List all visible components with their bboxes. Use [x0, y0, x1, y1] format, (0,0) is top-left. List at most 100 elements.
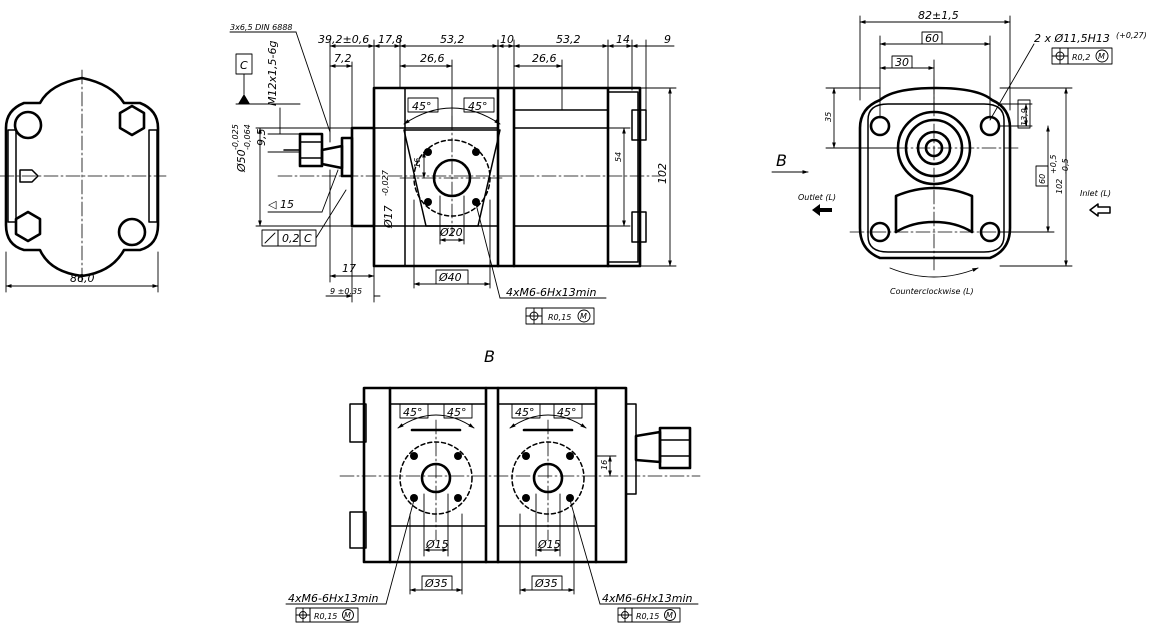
end-plate-outline: [858, 86, 1012, 260]
front-view-dimensions: 39,2±0,6 17,8 53,2 10 53,2 14 9 7,2 26,6…: [229, 23, 677, 325]
plug-top: [631, 109, 647, 141]
svg-text:M12x1,5-6g: M12x1,5-6g: [266, 41, 279, 106]
svg-text:102: 102: [1055, 179, 1064, 194]
plug-bottom: [631, 211, 647, 243]
svg-text:-0,064: -0,064: [243, 124, 252, 150]
arrow-icon: [19, 169, 39, 183]
svg-text:60: 60: [925, 32, 939, 45]
svg-text:Ø15: Ø15: [425, 538, 449, 551]
svg-text:30: 30: [895, 56, 909, 69]
svg-text:53,2: 53,2: [440, 33, 465, 46]
svg-text:R0,2: R0,2: [1072, 53, 1090, 62]
svg-text:Ø50: Ø50: [235, 149, 248, 173]
shaft-b: [634, 430, 662, 464]
svg-text:Ø15: Ø15: [537, 538, 561, 551]
svg-text:13,9: 13,9: [1020, 108, 1029, 126]
svg-text:Outlet (L): Outlet (L): [798, 193, 836, 202]
svg-text:Ø20: Ø20: [439, 226, 463, 239]
svg-text:82±1,5: 82±1,5: [918, 9, 959, 22]
svg-text:54: 54: [614, 152, 623, 162]
left-end-view: 86,0: [0, 69, 167, 293]
svg-text:17,8: 17,8: [378, 33, 403, 46]
svg-text:M: M: [344, 611, 351, 620]
svg-text:16: 16: [413, 158, 422, 168]
plug-b-bottom: [349, 511, 367, 549]
shaft-collar: [340, 136, 354, 178]
svg-text:Ø35: Ø35: [534, 577, 558, 590]
hex-plug-tr: [118, 104, 146, 137]
svg-text:45°: 45°: [403, 406, 423, 419]
svg-text:B: B: [776, 151, 787, 170]
bolt-hole-br: [117, 217, 147, 247]
svg-text:M: M: [666, 611, 673, 620]
svg-text:39,2±0,6: 39,2±0,6: [318, 33, 369, 46]
svg-text:7,2: 7,2: [334, 52, 352, 65]
port-face: [403, 129, 501, 227]
svg-text:26,6: 26,6: [532, 52, 557, 65]
svg-text:4xM6-6Hx13min: 4xM6-6Hx13min: [506, 286, 597, 299]
inlet-recess: [894, 186, 974, 234]
right-view-dimensions: 82±1,5 60 30 2 x Ø11,5H13 (+0,27) R0,2 M…: [771, 9, 1147, 296]
svg-text:+0,5: +0,5: [1049, 155, 1058, 174]
front-view: [277, 86, 661, 268]
svg-text:-0,025: -0,025: [231, 124, 240, 150]
bolt-hole-tl: [13, 110, 43, 140]
shaft-nut: [298, 132, 324, 168]
plug-b-top: [349, 403, 367, 443]
svg-text:M: M: [580, 312, 587, 321]
svg-text:15: 15: [280, 198, 294, 211]
svg-text:35: 35: [824, 112, 833, 122]
front-flange: [350, 126, 376, 228]
svg-text:C: C: [304, 232, 312, 245]
svg-text:-0,027: -0,027: [381, 169, 390, 196]
taper-symbol: ◁: [268, 198, 277, 211]
svg-text:4xM6-6Hx13min: 4xM6-6Hx13min: [602, 592, 693, 605]
dim-86: 86,0: [70, 272, 95, 285]
svg-text:C: C: [240, 59, 248, 72]
end-cap: [607, 91, 639, 263]
svg-text:45°: 45°: [468, 100, 488, 113]
bottom-view: B 45° 45°: [285, 347, 701, 623]
inlet-arrow-icon: [1089, 203, 1111, 217]
svg-text:2 x Ø11,5H13: 2 x Ø11,5H13: [1034, 32, 1110, 45]
svg-text:45°: 45°: [557, 406, 577, 419]
svg-text:Ø17: Ø17: [382, 205, 395, 229]
svg-text:R0,15: R0,15: [314, 612, 337, 621]
shaft: [320, 144, 344, 170]
svg-text:9,5: 9,5: [255, 129, 268, 147]
svg-text:0,2: 0,2: [282, 232, 300, 245]
outlet-arrow-icon: [812, 204, 832, 216]
svg-text:Counterclockwise (L): Counterclockwise (L): [890, 287, 974, 296]
right-end-view: [849, 79, 1021, 278]
svg-text:B: B: [484, 347, 495, 366]
svg-text:M: M: [1098, 52, 1105, 61]
nut-b: [658, 426, 692, 470]
svg-text:102: 102: [656, 163, 669, 184]
svg-text:60: 60: [1038, 174, 1047, 184]
svg-text:53,2: 53,2: [556, 33, 581, 46]
hex-plug-bl: [14, 210, 42, 243]
svg-text:45°: 45°: [515, 406, 535, 419]
svg-text:Inlet (L): Inlet (L): [1080, 189, 1111, 198]
svg-text:R0,15: R0,15: [548, 313, 571, 322]
svg-text:Ø40: Ø40: [438, 271, 462, 284]
mount-hole-tl: [869, 115, 891, 137]
svg-text:4xM6-6Hx13min: 4xM6-6Hx13min: [288, 592, 379, 605]
svg-text:9 ±0,35: 9 ±0,35: [330, 287, 362, 296]
svg-text:45°: 45°: [412, 100, 432, 113]
svg-text:14: 14: [616, 33, 630, 46]
svg-text:17: 17: [342, 262, 356, 275]
svg-text:Ø35: Ø35: [424, 577, 448, 590]
svg-text:(+0,27): (+0,27): [1116, 31, 1147, 40]
svg-text:3x6,5 DIN 6888: 3x6,5 DIN 6888: [230, 23, 293, 32]
svg-text:9: 9: [664, 33, 671, 46]
flange-b: [625, 403, 637, 495]
svg-text:45°: 45°: [447, 406, 467, 419]
svg-text:-0,5: -0,5: [1061, 158, 1070, 174]
svg-text:10: 10: [500, 33, 514, 46]
svg-text:26,6: 26,6: [420, 52, 445, 65]
flange-outline: [4, 76, 160, 278]
svg-text:R0,15: R0,15: [636, 612, 659, 621]
svg-text:16: 16: [600, 460, 609, 470]
